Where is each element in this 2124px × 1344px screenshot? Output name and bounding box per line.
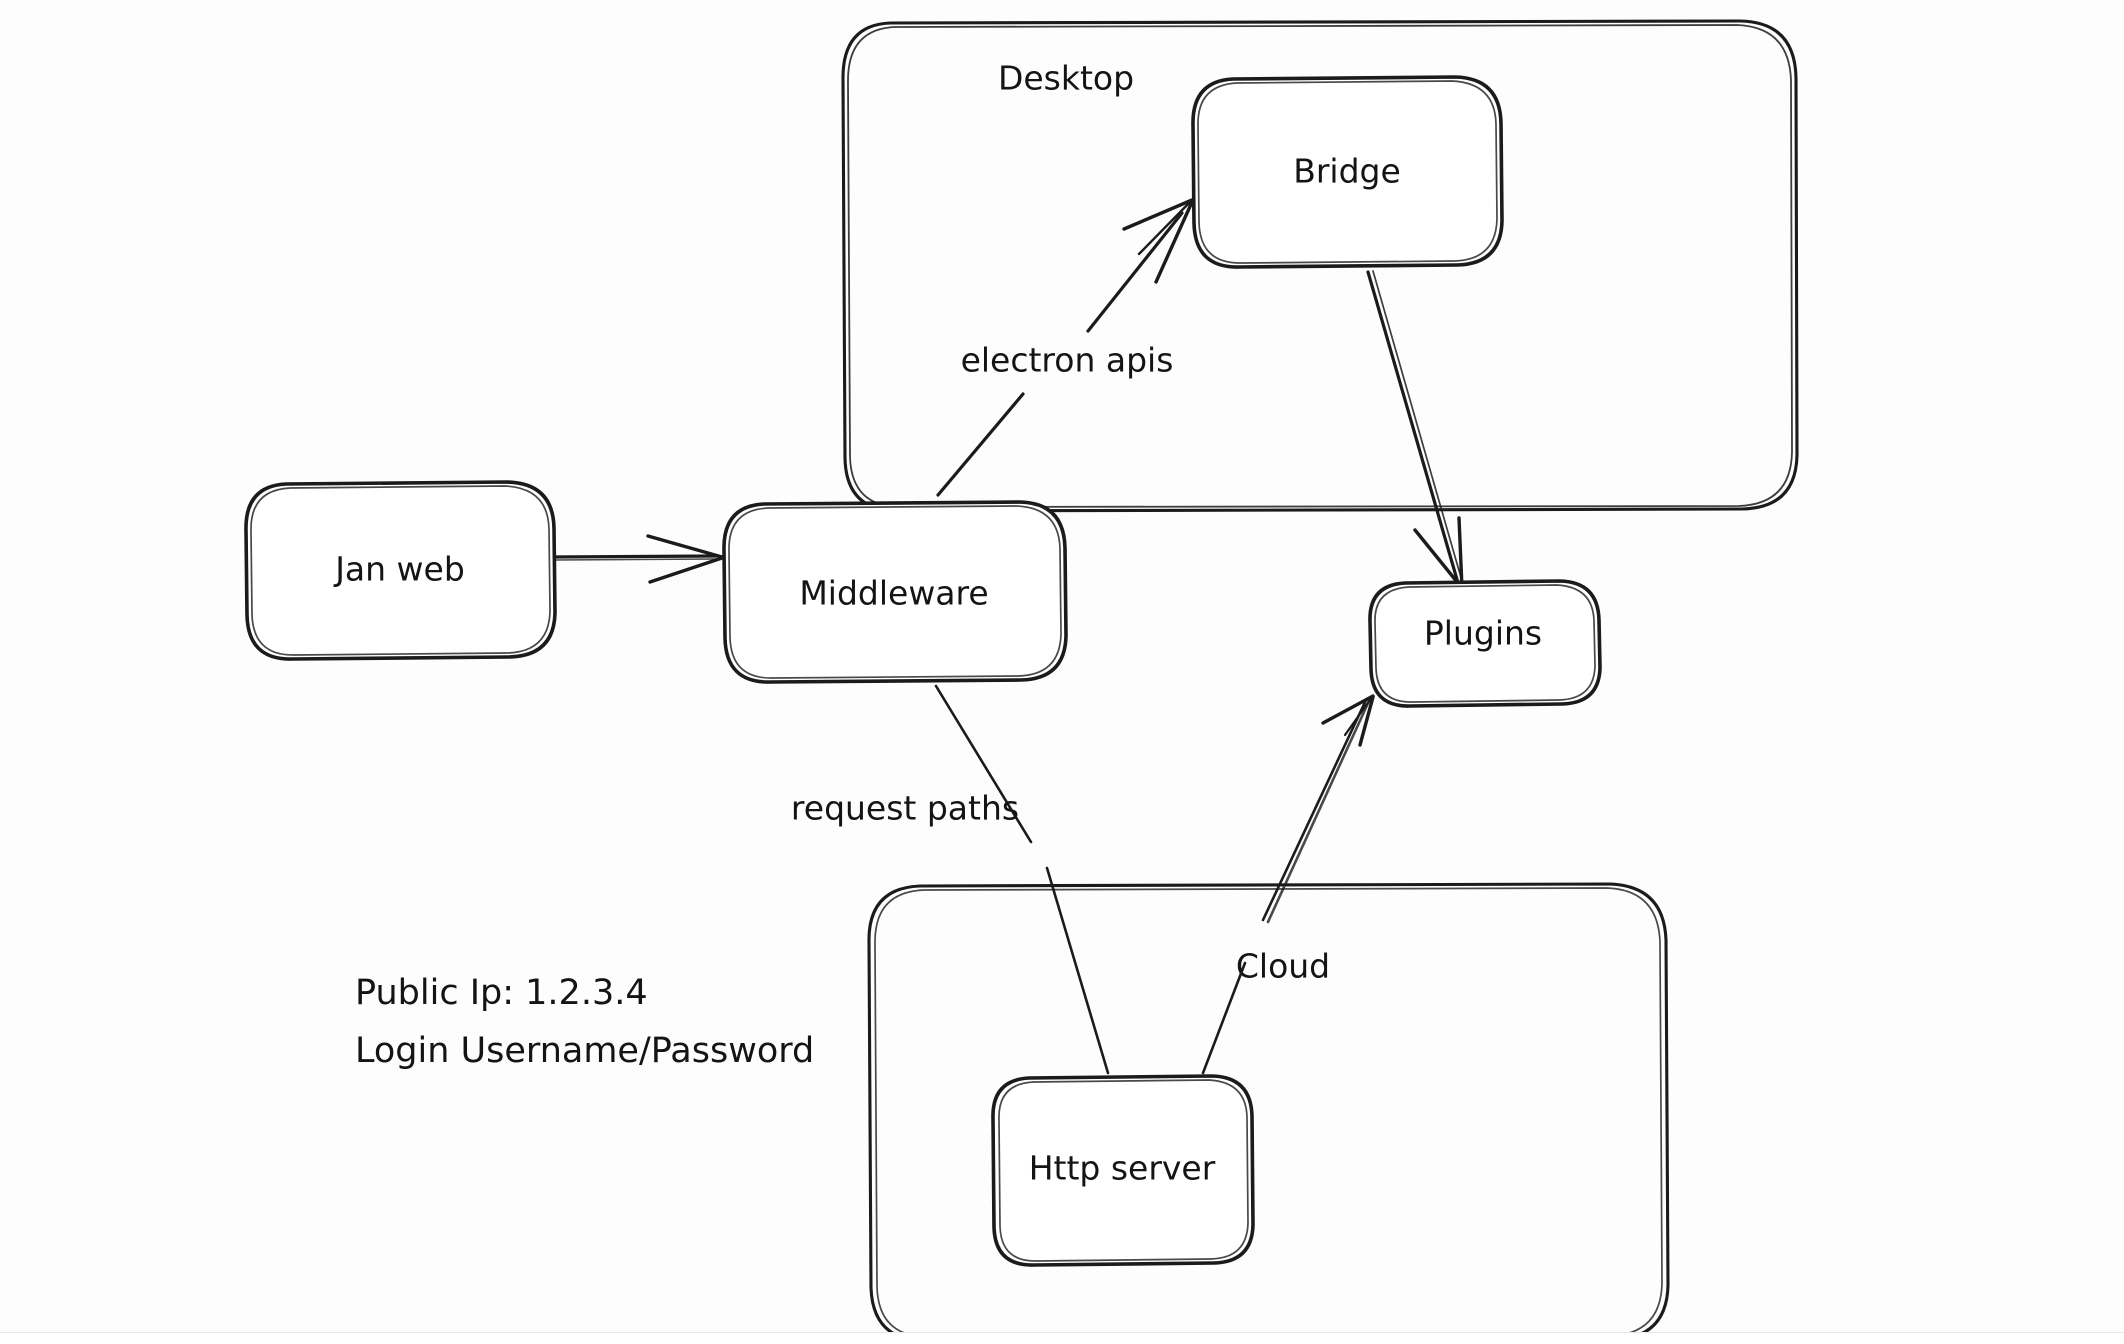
edge-jan-web-to-middleware[interactable] bbox=[551, 534, 724, 584]
node-label-middleware: Middleware bbox=[799, 574, 988, 613]
node-label-bridge: Bridge bbox=[1293, 152, 1401, 191]
arrowhead-line bbox=[1137, 199, 1193, 256]
notes-block: Public Ip: 1.2.3.4 Login Username/Passwo… bbox=[355, 973, 814, 1071]
note-login: Login Username/Password bbox=[355, 1031, 814, 1071]
node-label-jan-web: Jan web bbox=[333, 550, 465, 589]
node-plugins[interactable]: Plugins bbox=[1368, 579, 1602, 708]
container-desktop-label: Desktop bbox=[998, 59, 1134, 98]
note-public-ip: Public Ip: 1.2.3.4 bbox=[355, 973, 648, 1013]
arrowhead-line bbox=[1343, 695, 1374, 737]
edge-label-electron-apis: electron apis bbox=[961, 341, 1174, 380]
node-http-server[interactable]: Http server bbox=[991, 1074, 1255, 1267]
bottom-edge-strip bbox=[0, 1332, 2124, 1344]
edge-middleware-to-bridge[interactable]: electron apis bbox=[936, 198, 1194, 497]
arrowhead-line bbox=[1154, 200, 1194, 284]
container-desktop[interactable]: Desktop bbox=[841, 19, 1799, 513]
arrowhead-line bbox=[1413, 528, 1464, 590]
arrowhead-line bbox=[1321, 694, 1375, 725]
arrowhead-line bbox=[1122, 198, 1194, 231]
arrowhead-line bbox=[648, 556, 724, 584]
arrowhead-line bbox=[646, 534, 724, 559]
container-cloud-label: Cloud bbox=[1236, 947, 1330, 986]
edge-label-request-paths: request paths bbox=[791, 789, 1019, 828]
node-label-plugins: Plugins bbox=[1424, 614, 1542, 653]
node-middleware[interactable]: Middleware bbox=[722, 500, 1068, 684]
container-cloud[interactable]: Cloud bbox=[867, 882, 1670, 1343]
arrowhead-line bbox=[1358, 695, 1375, 747]
edge-http-server-to-plugins[interactable] bbox=[1201, 694, 1375, 1075]
arrowhead-line bbox=[1457, 516, 1464, 590]
node-jan-web[interactable]: Jan web bbox=[244, 480, 557, 661]
node-bridge[interactable]: Bridge bbox=[1191, 75, 1504, 269]
node-label-http-server: Http server bbox=[1029, 1149, 1216, 1188]
edge-http-server-to-middleware[interactable]: request paths bbox=[791, 684, 1110, 1075]
edge-bridge-to-plugins[interactable] bbox=[1366, 270, 1464, 590]
